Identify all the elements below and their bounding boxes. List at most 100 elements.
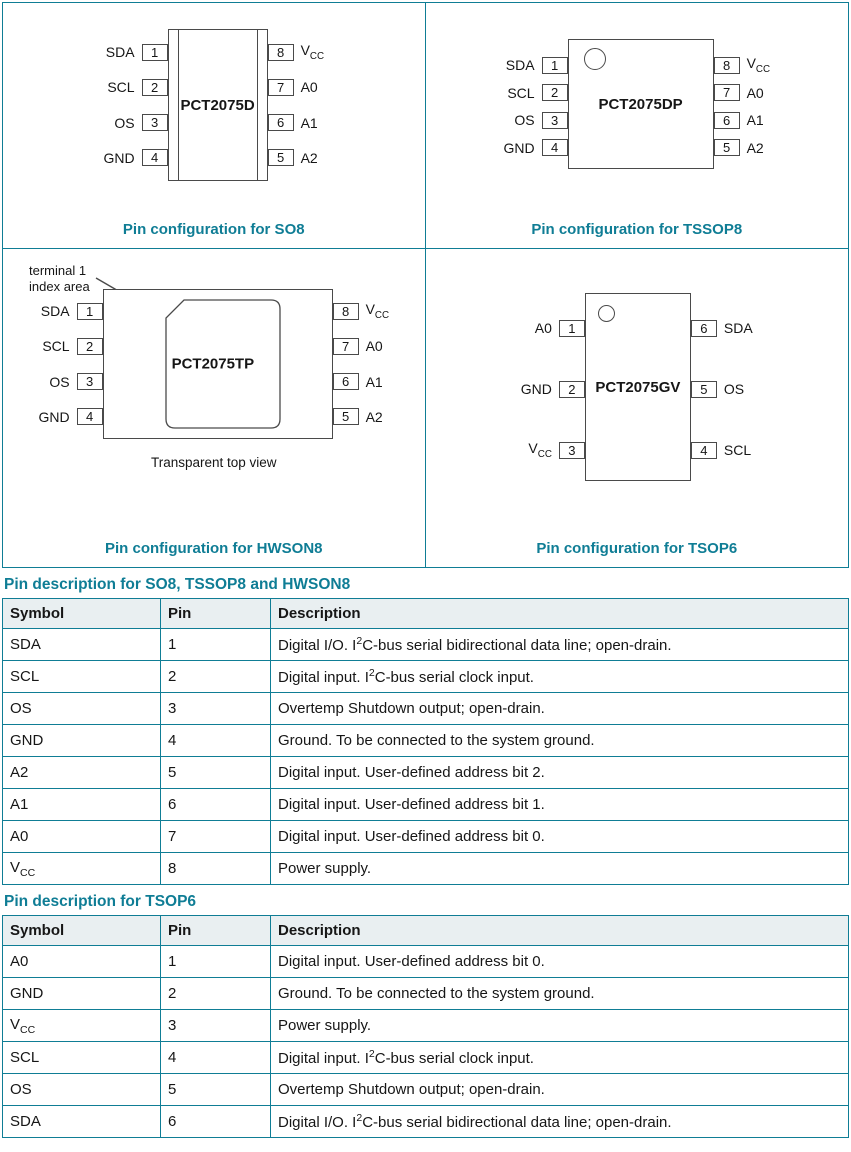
cell-description: Digital I/O. I2C-bus serial bidirectiona… [270, 628, 849, 661]
cell-pin: 8 [160, 852, 271, 885]
figure-caption-tssop8: Pin configuration for TSSOP8 [531, 221, 743, 238]
pin-name-label: GND [103, 149, 135, 166]
cell-symbol: A2 [2, 756, 161, 789]
cell-symbol: A1 [2, 788, 161, 821]
pin-number-box: 3 [76, 373, 103, 391]
pin-number-box: 2 [141, 78, 168, 96]
pin-name-label: SDA [40, 303, 70, 319]
column-header-symbol: Symbol [2, 915, 161, 946]
cell-symbol: SCL [2, 660, 161, 693]
cell-description: Digital I/O. I2C-bus serial bidirectiona… [270, 1105, 849, 1138]
pin-name-label: SDA [105, 44, 135, 60]
cell-symbol: SDA [2, 1105, 161, 1138]
chip-body: PCT2075GV [584, 293, 691, 481]
pin-row: SDA 1 [38, 302, 103, 320]
figure-caption-tsop6: Pin configuration for TSOP6 [536, 540, 738, 557]
pin-name-label: SCL [507, 84, 535, 101]
pin-number-box: 5 [267, 149, 294, 167]
cell-description: Power supply. [270, 1009, 849, 1042]
chip-label: PCT2075TP [171, 355, 255, 373]
pin-number-box: 4 [76, 408, 103, 426]
pin-name-label: A1 [365, 373, 383, 390]
pin-name-label: A2 [365, 408, 383, 425]
pin-number-box: 5 [690, 380, 717, 398]
pin-name-label: SCL [42, 338, 70, 355]
pin-name-label: SCL [723, 442, 752, 458]
column-header-description: Description [270, 915, 849, 946]
figure-caption-hwson8: Pin configuration for HWSON8 [105, 540, 323, 557]
pin1-indicator-dot [597, 305, 615, 322]
pin-name-label: GND [520, 381, 552, 397]
cell-description: Digital input. User-defined address bit … [270, 945, 849, 978]
pin-number-box: 5 [332, 408, 359, 426]
pin-number-box: 6 [713, 111, 740, 129]
pin-number-box: 6 [690, 319, 717, 337]
pin-number-box: 1 [541, 56, 568, 74]
cell-pin: 1 [160, 628, 271, 661]
pin-number-box: 2 [541, 84, 568, 102]
cell-description: Digital input. User-defined address bit … [270, 788, 849, 821]
section-heading-so8-tssop8-hwson8: Pin description for SO8, TSSOP8 and HWSO… [4, 576, 351, 593]
column-header-symbol: Symbol [2, 598, 161, 629]
pin-number-box: 2 [558, 380, 585, 398]
cell-description: Digital input. User-defined address bit … [270, 820, 849, 853]
chip-body: PCT2075D [167, 29, 268, 181]
table-header-row: Symbol Pin Description [2, 598, 849, 629]
pin-number-box: 1 [76, 302, 103, 320]
cell-pin: 5 [160, 756, 271, 789]
pin-name-label: A0 [746, 84, 764, 101]
cell-pin: 4 [160, 724, 271, 757]
chip-label: PCT2075GV [595, 378, 681, 396]
cell-pin: 4 [160, 1041, 271, 1074]
chip-label: PCT2075D [180, 96, 255, 114]
cell-description: Digital input. User-defined address bit … [270, 756, 849, 789]
pin-number-box: 7 [332, 337, 359, 355]
pin-name-label: A0 [534, 320, 552, 336]
cell-pin: 2 [160, 977, 271, 1010]
pin-name-label: GND [38, 408, 70, 425]
pin-number-box: 3 [541, 111, 568, 129]
cell-symbol: VCC [2, 1009, 161, 1042]
pin-number-box: 5 [713, 139, 740, 157]
cell-description: Power supply. [270, 852, 849, 885]
transparent-top-view-note: Transparent top view [150, 455, 277, 470]
cell-description: Ground. To be connected to the system gr… [270, 724, 849, 757]
cell-pin: 1 [160, 945, 271, 978]
column-header-pin: Pin [160, 598, 271, 629]
table-header-row: Symbol Pin Description [2, 915, 849, 946]
cell-pin: 2 [160, 660, 271, 693]
cell-symbol: SDA [2, 628, 161, 661]
cell-description: Digital input. I2C-bus serial clock inpu… [270, 660, 849, 693]
pin-number-box: 8 [267, 43, 294, 61]
pin-name-label: GND [503, 139, 535, 156]
column-header-description: Description [270, 598, 849, 629]
